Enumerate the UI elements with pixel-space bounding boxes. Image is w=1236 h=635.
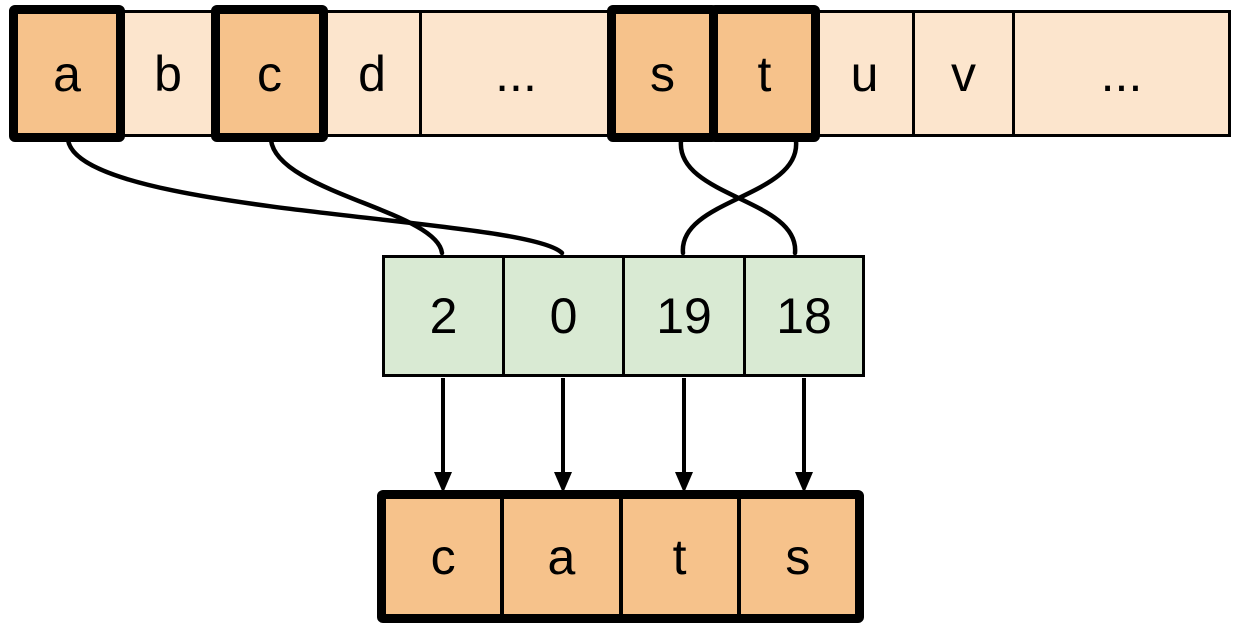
curve-a-to-0 <box>65 137 565 256</box>
curve-t-to-19 <box>680 138 799 256</box>
word-cell-s: s <box>736 499 855 614</box>
alphabet-cell-u: u <box>814 10 915 137</box>
index-cell-19: 19 <box>622 255 746 377</box>
alphabet-cell-s: s <box>607 5 718 142</box>
index-cell-0: 0 <box>502 255 625 377</box>
word-box: c a t s <box>377 490 864 623</box>
alphabet-cell-ellipsis-2: ... <box>1012 10 1231 137</box>
curve-c-to-2 <box>268 137 445 256</box>
word-cell-a: a <box>500 499 619 614</box>
curve-s-to-18 <box>678 138 798 256</box>
alphabet-cell-b: b <box>119 10 217 137</box>
alphabet-cell-c: c <box>211 5 328 142</box>
index-cell-2: 2 <box>382 255 505 377</box>
alphabet-cell-v: v <box>912 10 1015 137</box>
word-cell-t: t <box>618 499 737 614</box>
alphabet-cell-ellipsis-1: ... <box>419 10 613 137</box>
alphabet-cell-d: d <box>322 10 422 137</box>
index-cell-18: 18 <box>743 255 865 377</box>
alphabet-cell-t: t <box>709 5 820 142</box>
alphabet-cell-a: a <box>9 5 125 142</box>
word-cell-c: c <box>386 499 501 614</box>
